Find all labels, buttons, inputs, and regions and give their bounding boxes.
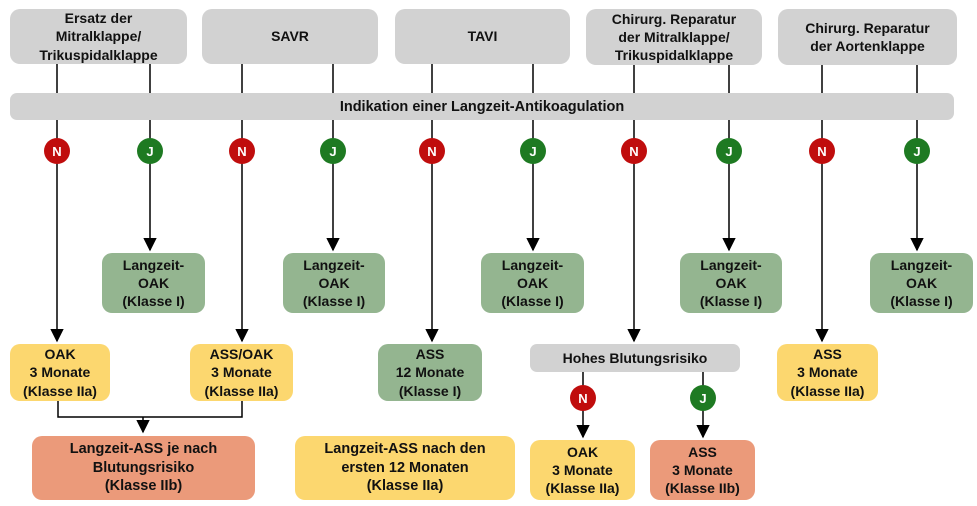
header-box-savr: SAVR <box>202 9 378 64</box>
high-bleeding-risk-bar: Hohes Blutungsrisiko <box>530 344 740 372</box>
decision-j-circle: J <box>904 138 930 164</box>
ass-oak-3-months-box: ASS/OAK 3 Monate (Klasse IIa) <box>190 344 293 401</box>
decision-n-circle: N <box>419 138 445 164</box>
decision-n-circle: N <box>44 138 70 164</box>
longterm-ass-after-12-months-box: Langzeit-ASS nach den ersten 12 Monaten … <box>295 436 515 500</box>
decision-n-circle: N <box>809 138 835 164</box>
ass-3-months-iib-box: ASS 3 Monate (Klasse IIb) <box>650 440 755 500</box>
oak-3-months-sub-box: OAK 3 Monate (Klasse IIa) <box>530 440 635 500</box>
header-box-aortic-repair: Chirurg. Reparatur der Aortenklappe <box>778 9 957 65</box>
decision-n-circle: N <box>570 385 596 411</box>
header-box-tavi: TAVI <box>395 9 570 64</box>
longterm-oak-box: Langzeit- OAK (Klasse I) <box>283 253 385 313</box>
longterm-oak-box: Langzeit- OAK (Klasse I) <box>680 253 782 313</box>
decision-n-circle: N <box>229 138 255 164</box>
longterm-oak-box: Langzeit- OAK (Klasse I) <box>870 253 973 313</box>
oak-3-months-box: OAK 3 Monate (Klasse IIa) <box>10 344 110 401</box>
decision-j-circle: J <box>520 138 546 164</box>
ass-12-months-box: ASS 12 Monate (Klasse I) <box>378 344 482 401</box>
decision-n-circle: N <box>621 138 647 164</box>
decision-j-circle: J <box>137 138 163 164</box>
header-box-mitral-replacement: Ersatz der Mitralklappe/ Trikuspidalklap… <box>10 9 187 64</box>
decision-j-circle: J <box>716 138 742 164</box>
longterm-oak-box: Langzeit- OAK (Klasse I) <box>102 253 205 313</box>
decision-j-circle: J <box>320 138 346 164</box>
header-box-mitral-repair: Chirurg. Reparatur der Mitralklappe/ Tri… <box>586 9 762 65</box>
decision-j-circle: J <box>690 385 716 411</box>
longterm-oak-box: Langzeit- OAK (Klasse I) <box>481 253 584 313</box>
indication-bar: Indikation einer Langzeit-Antikoagulatio… <box>10 93 954 120</box>
ass-3-months-iia-box: ASS 3 Monate (Klasse IIa) <box>777 344 878 401</box>
longterm-ass-bleeding-risk-box: Langzeit-ASS je nach Blutungsrisiko (Kla… <box>32 436 255 500</box>
